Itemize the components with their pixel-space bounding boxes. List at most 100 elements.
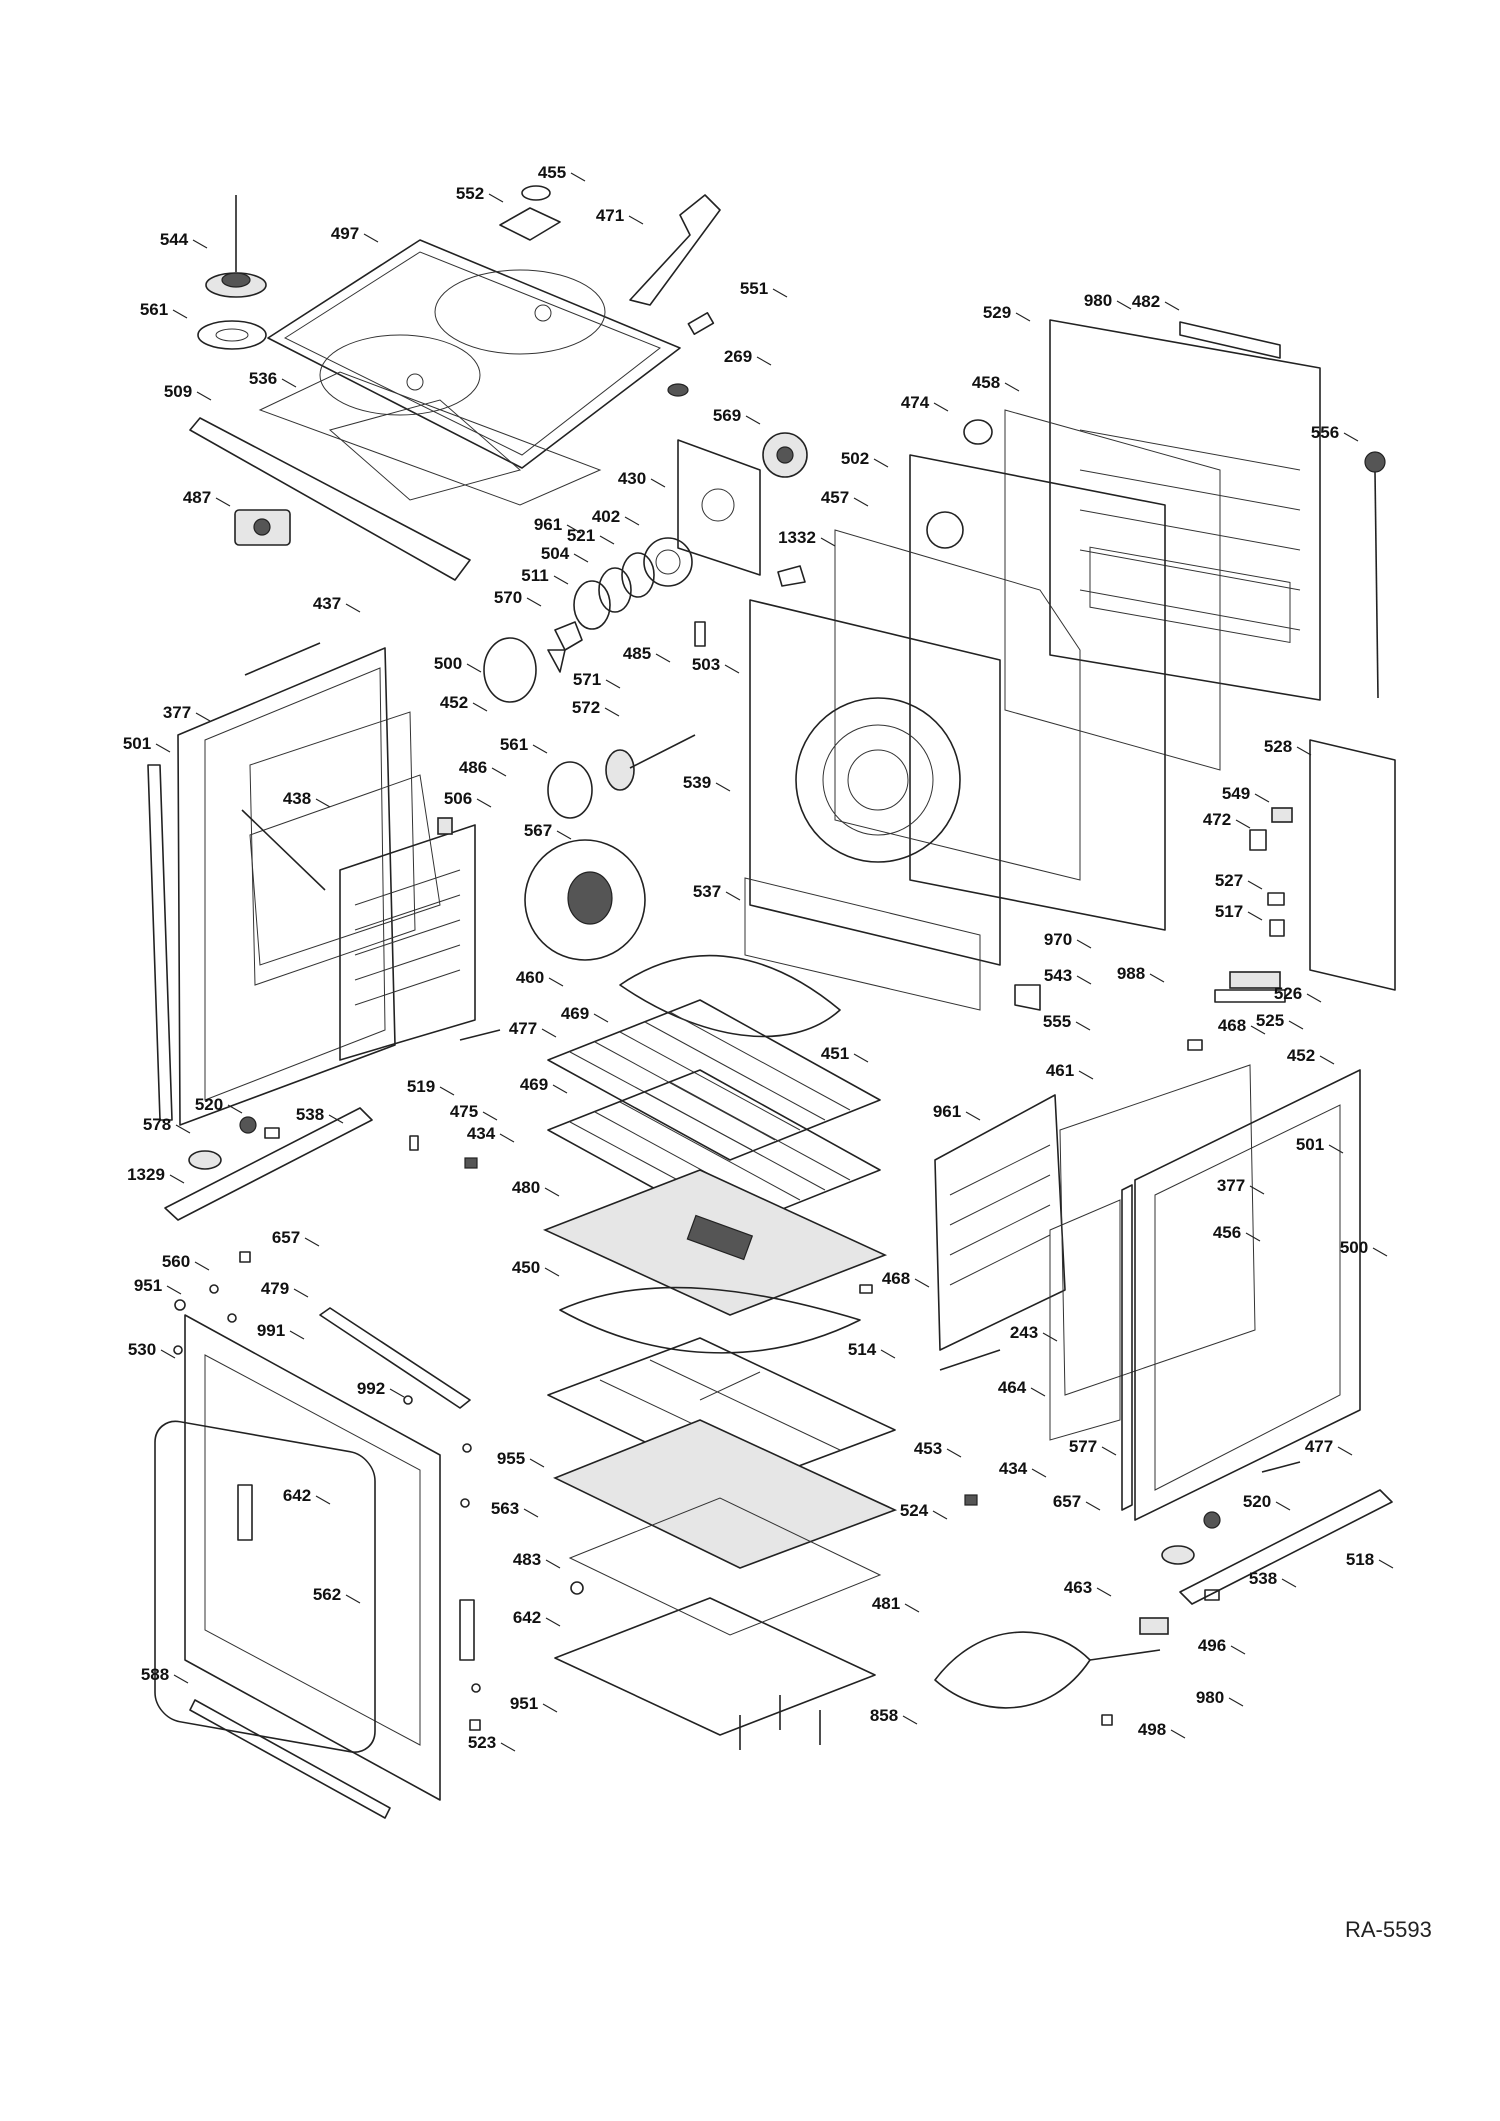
part-label-377: 377 <box>1217 1176 1245 1195</box>
part-label-486: 486 <box>459 758 487 777</box>
rack-469-upper <box>547 999 881 1161</box>
part-label-527: 527 <box>1215 871 1243 890</box>
part-label-517: 517 <box>1215 902 1243 921</box>
part-label-497: 497 <box>331 224 359 243</box>
leader-line <box>169 1174 185 1184</box>
reference-code: RA-5593 <box>1345 1917 1432 1942</box>
bracket-1329 <box>188 1150 222 1170</box>
leader-line <box>904 1603 920 1613</box>
part-label-481: 481 <box>872 1594 900 1613</box>
part-label-471: 471 <box>596 206 624 225</box>
cap-455 <box>521 185 551 201</box>
leader-line <box>548 977 564 987</box>
leader-line <box>1164 301 1180 311</box>
leader-line <box>1078 1070 1094 1080</box>
ring-572 <box>483 637 537 703</box>
part-label-514: 514 <box>848 1340 877 1359</box>
part-label-525: 525 <box>1256 1011 1284 1030</box>
leader-line <box>1296 746 1312 756</box>
leader-line <box>476 798 492 808</box>
part-label-992: 992 <box>357 1379 385 1398</box>
leader-line <box>599 535 615 545</box>
back-panel-529 <box>1049 319 1321 701</box>
panel-486 <box>249 774 441 966</box>
part-label-469: 469 <box>561 1004 589 1023</box>
part-label-588: 588 <box>141 1665 169 1684</box>
ring-561-mid <box>547 761 593 819</box>
leader-line <box>315 1495 331 1505</box>
rod-477-right <box>1261 1461 1301 1473</box>
part-label-269: 269 <box>724 347 752 366</box>
insulation-536 <box>258 371 602 506</box>
handle-471 <box>629 194 721 306</box>
leader-line <box>605 679 621 689</box>
side-panel-460 <box>339 824 476 1061</box>
bottom-trim-588 <box>189 1699 391 1819</box>
part-label-461: 461 <box>1046 1061 1074 1080</box>
part-label-569: 569 <box>713 406 741 425</box>
part-label-482: 482 <box>1132 292 1160 311</box>
leader-line <box>166 1285 182 1295</box>
part-label-955: 955 <box>497 1449 525 1468</box>
part-label-523: 523 <box>468 1733 496 1752</box>
part-label-503: 503 <box>692 655 720 674</box>
leader-line <box>772 288 788 298</box>
part-label-951: 951 <box>510 1694 538 1713</box>
oven-back-503 <box>749 599 1001 966</box>
leader-line <box>1254 793 1270 803</box>
leader-line <box>853 497 869 507</box>
leader-line <box>466 663 482 673</box>
leader-line <box>715 782 731 792</box>
leader-line <box>724 664 740 674</box>
bracket-543 <box>1014 984 1041 1011</box>
leader-line <box>593 1013 609 1023</box>
terminal-block-526-525 <box>1214 971 1286 1003</box>
part-label-455: 455 <box>538 163 566 182</box>
part-label-524: 524 <box>900 1501 929 1520</box>
part-label-555: 555 <box>1043 1012 1071 1031</box>
leader-line <box>745 415 761 425</box>
leader-line <box>1337 1446 1353 1456</box>
switch-549 <box>1271 807 1293 823</box>
leader-line <box>1015 312 1031 322</box>
leader-line <box>281 378 297 388</box>
part-label-570: 570 <box>494 588 522 607</box>
leader-line <box>529 1458 545 1468</box>
trim-578 <box>147 764 173 1121</box>
leader-line <box>1245 1232 1261 1242</box>
insulation-453 <box>553 1419 898 1569</box>
leader-lines <box>155 172 1394 1752</box>
leader-line <box>1247 880 1263 890</box>
gas-valve-487 <box>234 509 291 546</box>
part-label-485: 485 <box>623 644 651 663</box>
insulation-458 <box>1004 409 1221 771</box>
part-label-463: 463 <box>1064 1578 1092 1597</box>
side-panel-500-right <box>1134 1069 1361 1521</box>
part-label-642: 642 <box>283 1486 311 1505</box>
insulation-457 <box>834 529 1081 881</box>
rod-437 <box>244 642 321 676</box>
part-label-474: 474 <box>901 393 930 412</box>
part-label-642: 642 <box>513 1608 541 1627</box>
part-label-951: 951 <box>134 1276 162 1295</box>
leader-line <box>604 707 620 717</box>
leader-line <box>304 1237 320 1247</box>
bracket-1332 <box>777 565 806 587</box>
part-label-858: 858 <box>870 1706 898 1725</box>
plate-552 <box>499 207 561 241</box>
leader-line <box>1372 1247 1388 1257</box>
part-label-544: 544 <box>160 230 189 249</box>
leader-line <box>570 172 586 182</box>
clip-538-right <box>1204 1589 1220 1601</box>
part-label-561: 561 <box>500 735 528 754</box>
part-label-501: 501 <box>1296 1135 1324 1154</box>
leader-line <box>1378 1559 1394 1569</box>
part-label-501: 501 <box>123 734 151 753</box>
part-label-988: 988 <box>1117 964 1145 983</box>
part-label-460: 460 <box>516 968 544 987</box>
burner-assembly-544 <box>205 195 267 298</box>
discs-521-504-511 <box>573 552 655 630</box>
leader-line <box>472 702 488 712</box>
part-label-526: 526 <box>1274 984 1302 1003</box>
